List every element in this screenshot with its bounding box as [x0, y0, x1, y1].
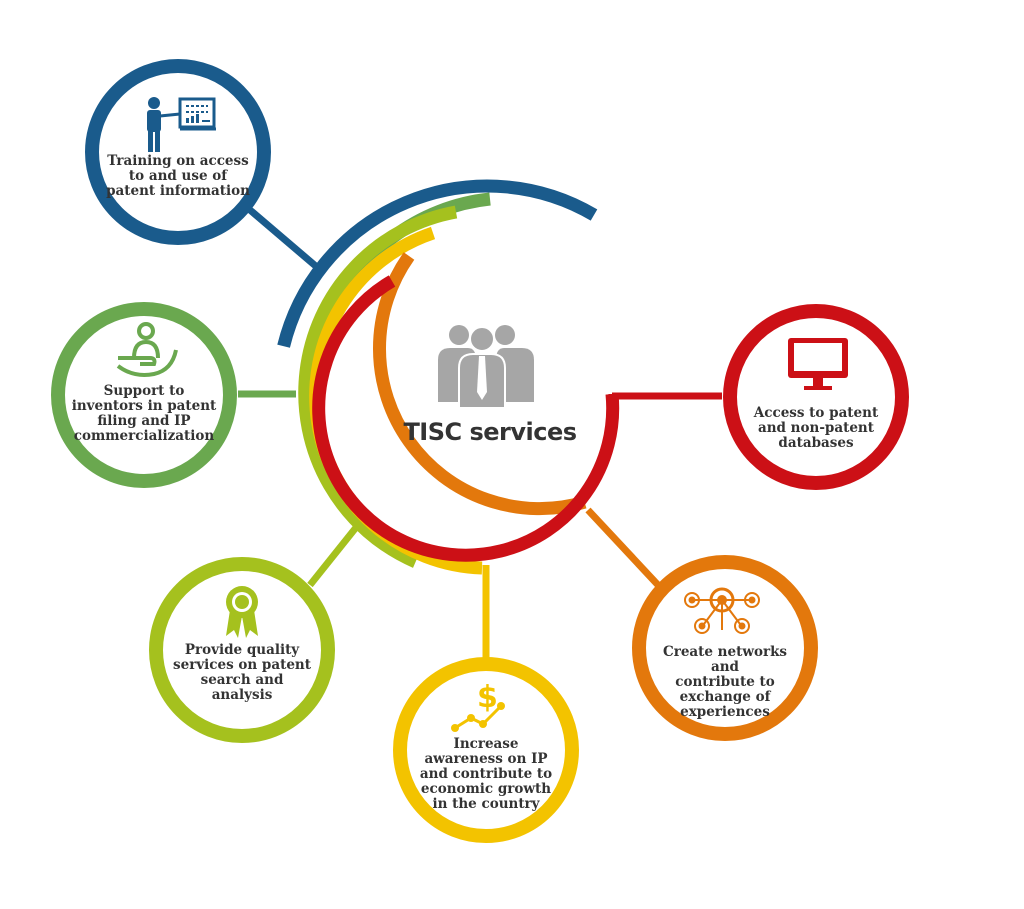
circle-support [51, 302, 237, 488]
text-line: Increase [453, 736, 519, 752]
monitor-icon [788, 338, 848, 390]
presentation-icon [147, 97, 216, 152]
text-line: Provide quality [184, 642, 300, 658]
text-line: Training on access [107, 153, 249, 169]
circle-networks [632, 555, 818, 741]
text-line: Create networks and [662, 644, 788, 675]
text-line: experiences [680, 704, 770, 720]
circle-training [85, 59, 271, 245]
svg-text:$: $ [477, 680, 498, 715]
service-text-training: Training on access to and use of patent … [100, 154, 256, 199]
text-line: patent information [106, 183, 250, 199]
text-line: awareness on IP [424, 751, 548, 767]
dollar-growth-icon: $ [451, 680, 505, 732]
text-line: filing and IP [97, 413, 191, 429]
text-line: analysis [211, 687, 273, 703]
service-text-support: Support to inventors in patent filing an… [66, 384, 222, 444]
service-text-networks: Create networks and contribute to exchan… [647, 645, 803, 720]
arc-red [312, 275, 620, 562]
service-text-awareness: Increase awareness on IP and contribute … [408, 737, 564, 812]
center-title: TISC services [403, 418, 577, 446]
text-line: exchange of [679, 689, 771, 705]
text-line: to and use of [128, 168, 228, 184]
arc-lime [298, 205, 458, 568]
text-line: and contribute to [419, 766, 553, 782]
connector-quality [307, 517, 365, 588]
circle-awareness [393, 657, 579, 843]
service-text-databases: Access to patent and non-patent database… [738, 406, 894, 451]
connector-networks [585, 507, 661, 588]
text-line: Support to [103, 383, 185, 399]
text-line: databases [778, 435, 854, 451]
text-line: search and [200, 672, 284, 688]
hand-person-icon [116, 322, 178, 377]
arc-orange [373, 252, 587, 516]
arc-blue [277, 179, 598, 348]
text-line: contribute to [675, 674, 775, 690]
award-ribbon-icon [226, 586, 258, 638]
people-group-icon [438, 325, 534, 409]
circle-databases [723, 304, 909, 490]
text-line: services on patent [173, 657, 311, 673]
text-line: commercialization [73, 428, 215, 444]
connector-databases [608, 392, 722, 400]
connector-training [247, 207, 321, 271]
text-line: and non-patent [757, 420, 874, 436]
circle-quality [149, 557, 335, 743]
service-text-quality: Provide quality services on patent searc… [164, 643, 320, 703]
network-people-icon [684, 587, 760, 634]
text-line: in the country [432, 796, 540, 812]
text-line: economic growth [420, 781, 552, 797]
text-line: inventors in patent [71, 398, 217, 414]
text-line: Access to patent [753, 405, 879, 421]
